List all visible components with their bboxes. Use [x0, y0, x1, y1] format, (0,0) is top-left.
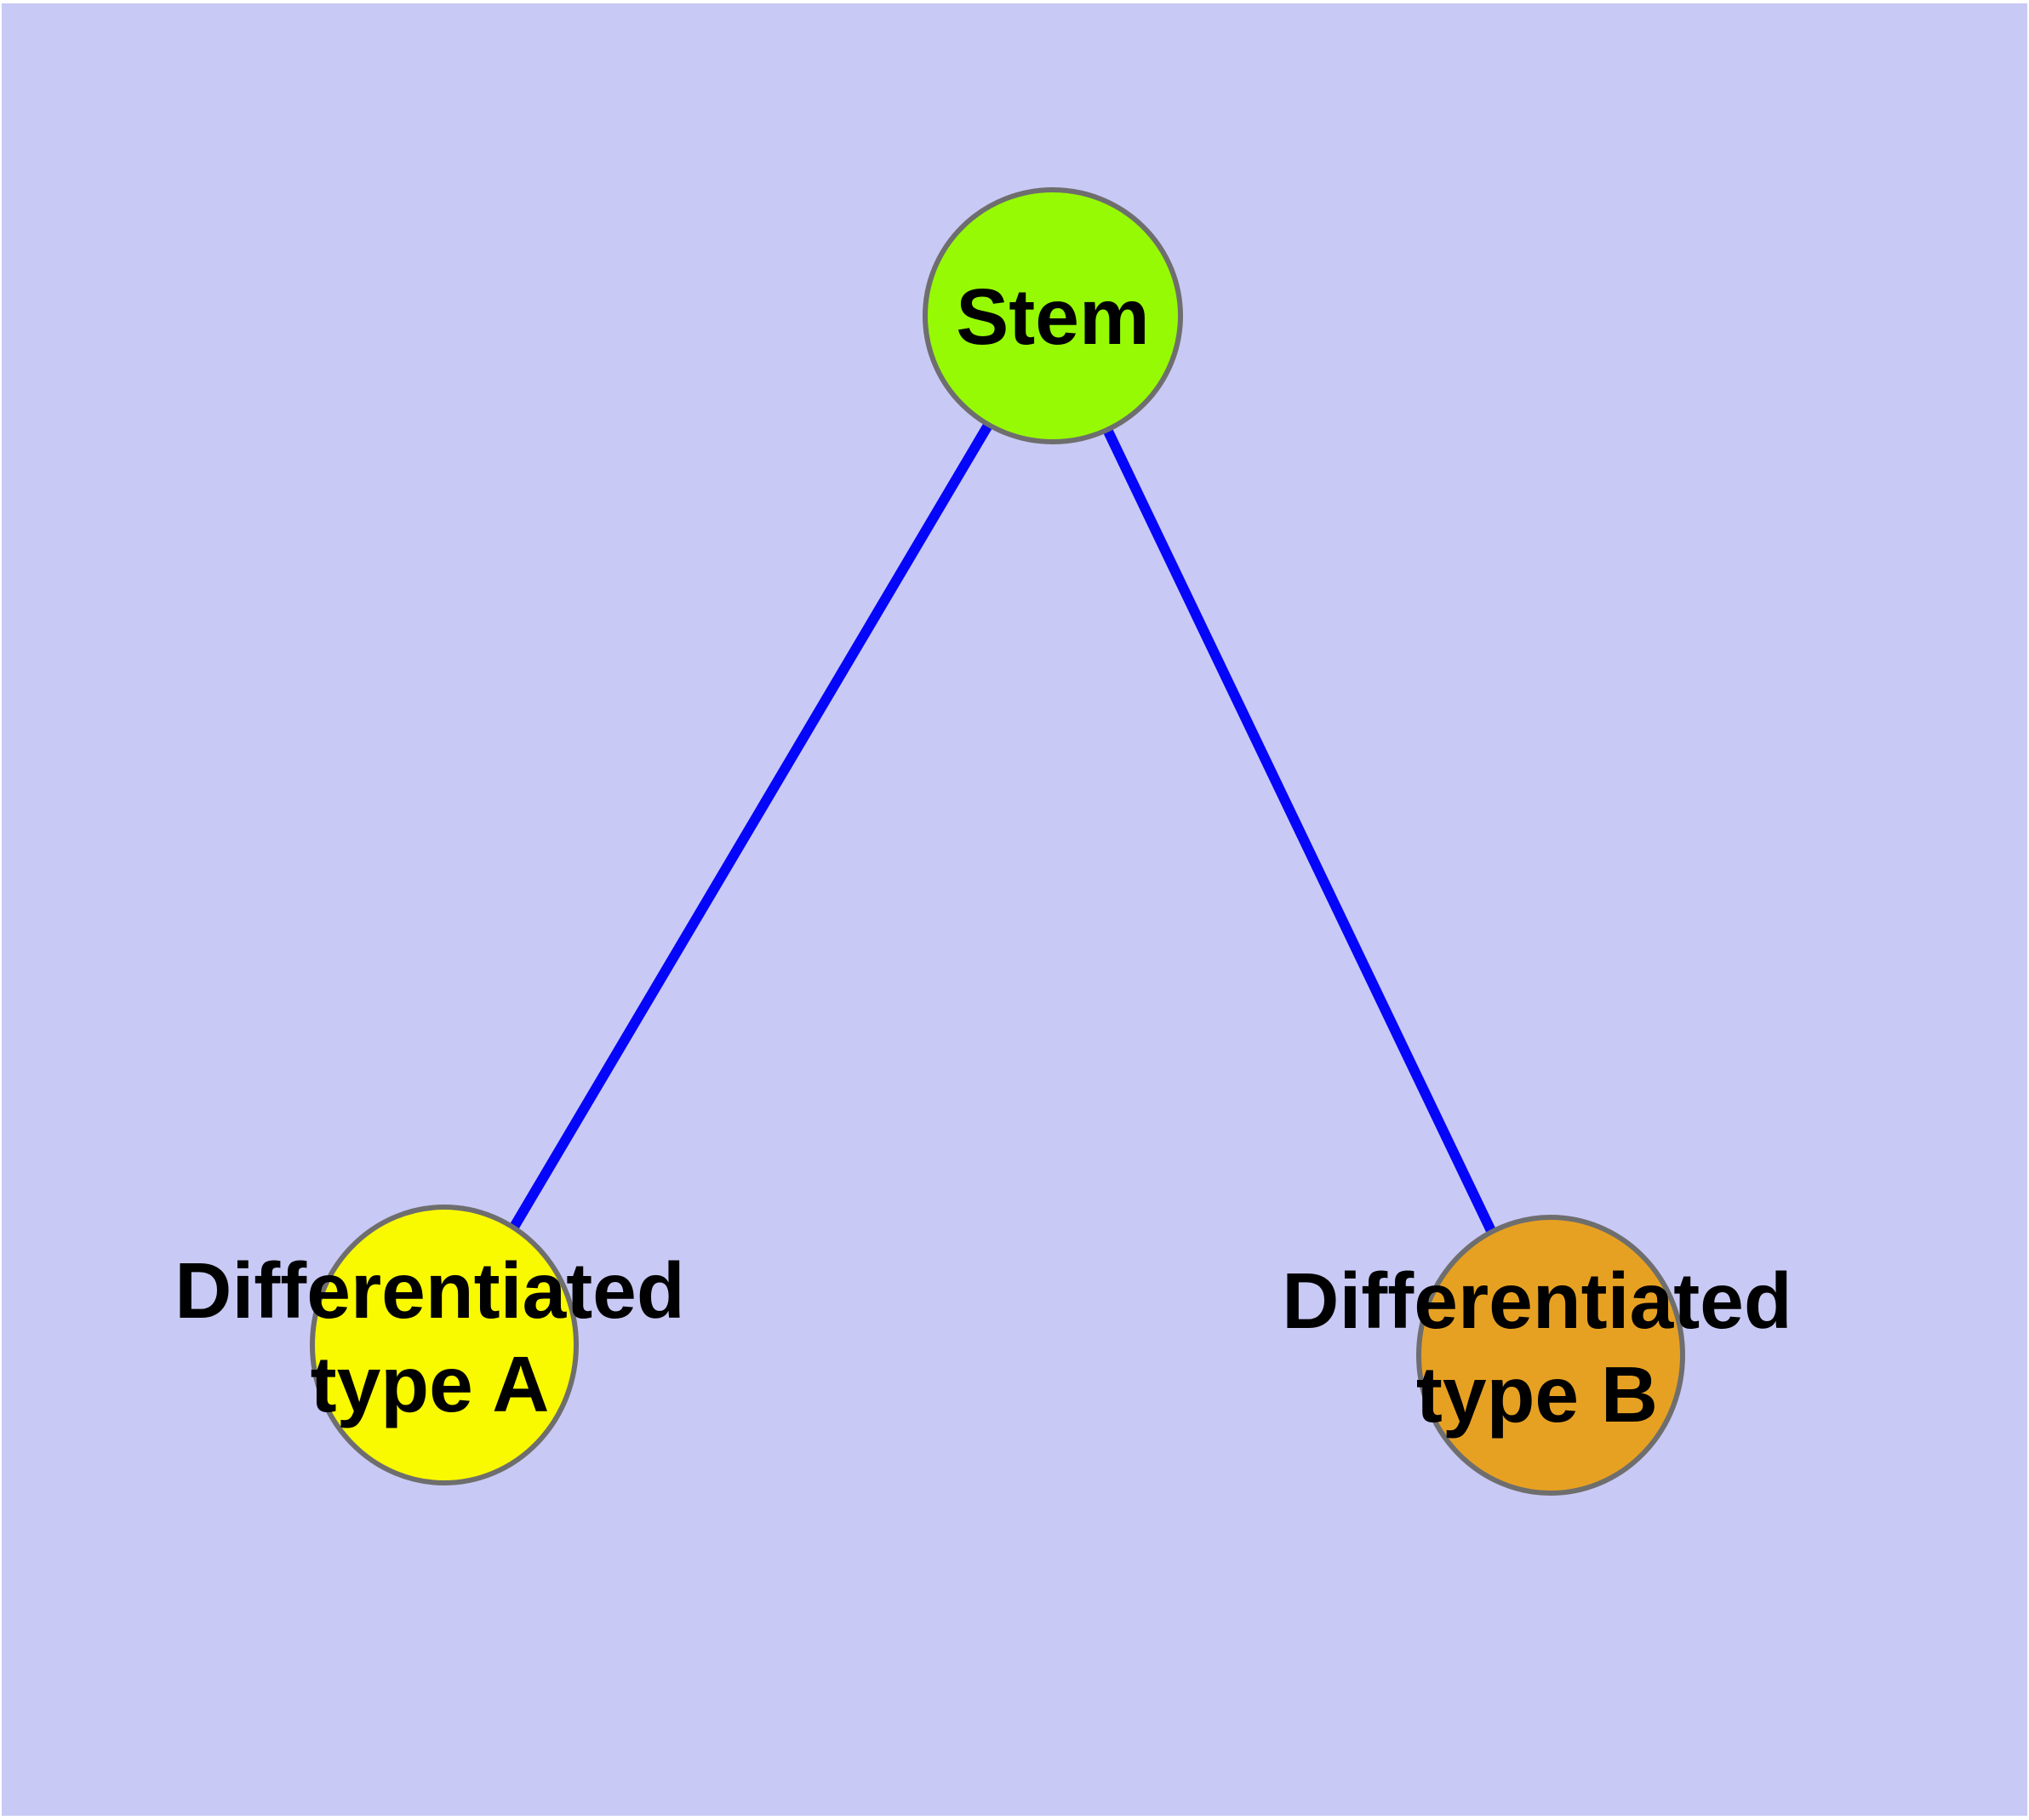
node-stem-label: Stem: [956, 272, 1149, 361]
node-type-a[interactable]: [310, 1205, 579, 1485]
edge-stem-to-type-b: [1048, 313, 1556, 1358]
node-type-a-label-line-1: Differentiated: [174, 1246, 684, 1335]
node-type-b[interactable]: [1416, 1215, 1685, 1496]
node-type-b-label-line-2: type B: [1416, 1350, 1658, 1439]
node-type-b-label-line-1: Differentiated: [1282, 1256, 1792, 1345]
edge-stem-to-type-a: [439, 312, 1058, 1348]
node-type-a-label-line-2: type A: [311, 1340, 550, 1428]
node-stem[interactable]: [923, 187, 1183, 444]
